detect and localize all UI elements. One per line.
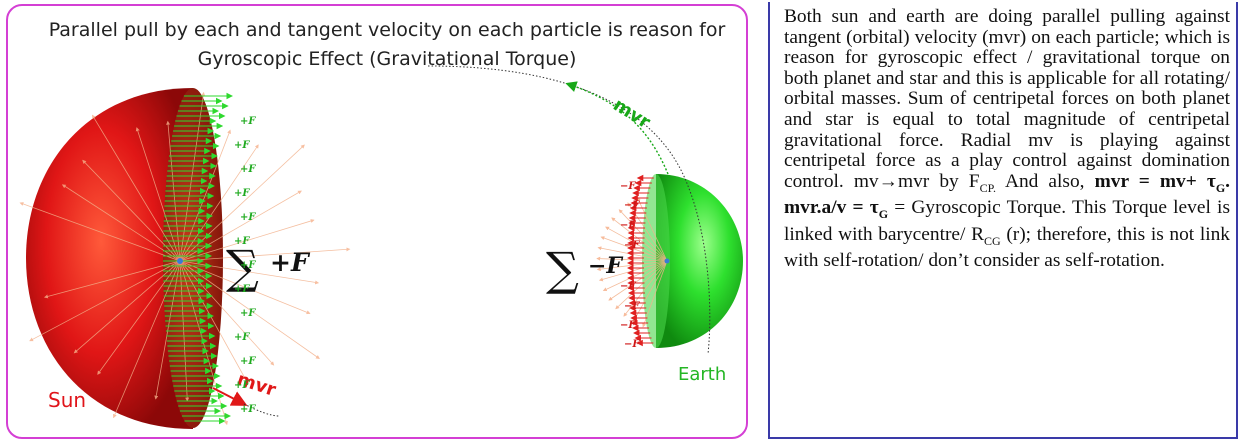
also-text: And also, [995, 170, 1095, 192]
fcp-subscript: CP. [979, 180, 996, 195]
sun-force-labels: +F +F +F +F +F +F +F +F +F +F +F +F +F [234, 116, 256, 415]
equation-torque: mvr.a/v = τ [784, 197, 879, 219]
gyroscopic-diagram: mvr mvr ∑ +F ∑ −F +F+F+F+F+F+F+F+F+F+F+F… [19, 65, 743, 429]
earth-minus-f-label: −F [620, 320, 636, 331]
sun-plus-f-label: +F [234, 188, 250, 199]
fcp-symbol: F [968, 170, 980, 192]
sun-mvr-arrow [212, 387, 248, 406]
earth-sum-force: −F [588, 253, 623, 279]
equation-end: . [1225, 170, 1231, 192]
explanation-paragraph: Both sun and earth are doing parallel pu… [784, 6, 1231, 272]
sun-plus-f-label: +F [240, 356, 256, 367]
sun-sum-sigma: ∑ [226, 240, 259, 294]
mvr-top-label: mvr [609, 94, 654, 133]
sun-plus-f-label: +F [234, 332, 250, 343]
sun-label: Sun [48, 388, 87, 412]
earth-minus-f-label: −F [624, 240, 640, 251]
explanation-tail-1: = Gyroscopic Torque. This Torque level i… [784, 197, 1230, 245]
sun-sum-force: +F [270, 248, 311, 277]
earth-minus-f-label: −F [620, 281, 636, 292]
rcg-subscript: CG [984, 233, 1001, 248]
orbit-arc [427, 65, 711, 355]
equation-mvr-sum: mvr = mv+ τ [1094, 170, 1216, 192]
earth-minus-f-label: −F [624, 301, 640, 312]
sun-plus-f-label: +F [234, 236, 250, 247]
sun-plus-f-label: +F [234, 284, 250, 295]
sun-mvr-trail [243, 403, 281, 417]
sun-plus-f-label: +F [240, 116, 256, 127]
sun-plus-f-label: +F [240, 212, 256, 223]
explanation-panel: Both sun and earth are doing parallel pu… [768, 2, 1238, 439]
tau-subscript-1: G [1215, 180, 1226, 195]
earth-minus-f-label: −F [620, 181, 636, 192]
figure-title-line2: Gyroscopic Effect (Gravitational Torque) [197, 48, 577, 70]
earth-sum-sigma: ∑ [546, 242, 579, 296]
sun-plus-f-label: +F [234, 380, 250, 391]
tau-subscript-2: G [878, 207, 889, 222]
sun-plus-f-label: +F [234, 140, 250, 151]
earth-force-labels: −F −F −F −F −F −F −F −F [620, 181, 640, 350]
sun-plus-f-label: +F [240, 164, 256, 175]
earth-minus-f-label: −F [624, 200, 640, 211]
earth-minus-f-label: −F [624, 339, 640, 350]
sun-hemisphere [19, 88, 351, 429]
sun-plus-f-label: +F [240, 308, 256, 319]
earth-hemisphere [596, 174, 743, 348]
figure-title-line1: Parallel pull by each and tangent veloci… [48, 19, 726, 41]
explanation-body: Both sun and earth are doing parallel pu… [784, 6, 1230, 192]
sun-plus-f-label: +F [240, 260, 256, 271]
sun-plus-f-label: +F [240, 404, 256, 415]
orbit-arc-green [565, 81, 669, 175]
figure-title: Parallel pull by each and tangent veloci… [22, 16, 746, 74]
diagram-frame: mvr mvr ∑ +F ∑ −F +F+F+F+F+F+F+F+F+F+F+F… [6, 4, 748, 439]
earth-minus-f-label: −F [620, 220, 636, 231]
explanation-tail-2: (r); therefore, this is not link with se… [784, 223, 1230, 272]
earth-label: Earth [678, 364, 727, 385]
